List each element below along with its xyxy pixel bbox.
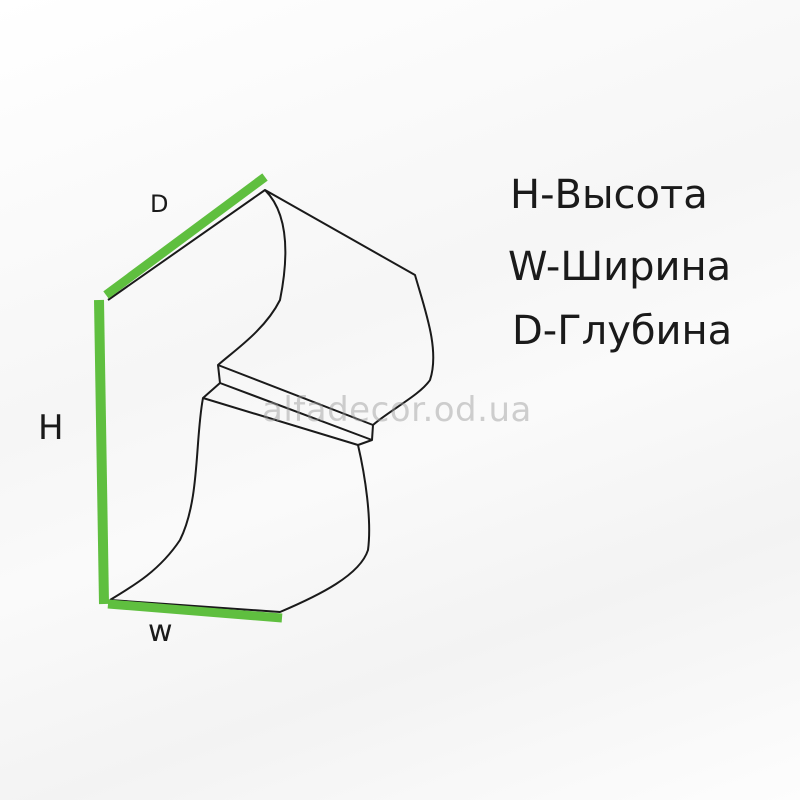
profile-fillet-line-upper [217,364,374,426]
depth-label: D [150,190,169,218]
profile-fillet-line-middle [219,382,373,441]
height-dimension-bar [94,299,109,605]
watermark-text: alfadecor.od.ua [262,390,532,430]
depth-dimension-bar [103,173,268,299]
legend-depth: D-Глубина [512,308,733,354]
legend-height: H-Высота [510,172,708,218]
legend-width: W-Ширина [508,244,732,290]
width-label: w [148,614,173,649]
height-label: H [38,408,64,448]
profile-fillet-line-lower [202,397,359,446]
width-dimension-bar [107,599,283,623]
